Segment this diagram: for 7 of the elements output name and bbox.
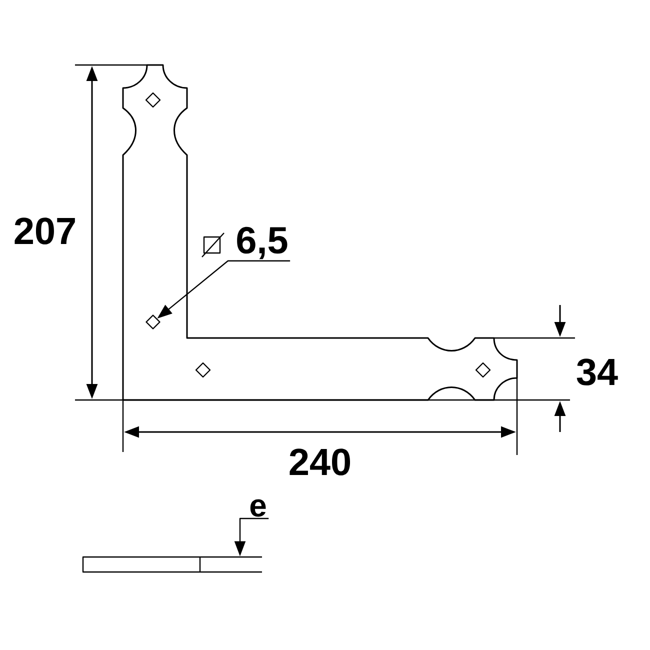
side-view-drawing <box>82 556 263 573</box>
dimension-label: 207 <box>14 218 75 244</box>
dimension-label: 34 <box>576 358 618 386</box>
hole <box>146 314 160 330</box>
dimension-label: 6,5 <box>237 226 288 260</box>
dimension-label: 240 <box>290 448 350 476</box>
dimension-label: e <box>250 499 266 517</box>
